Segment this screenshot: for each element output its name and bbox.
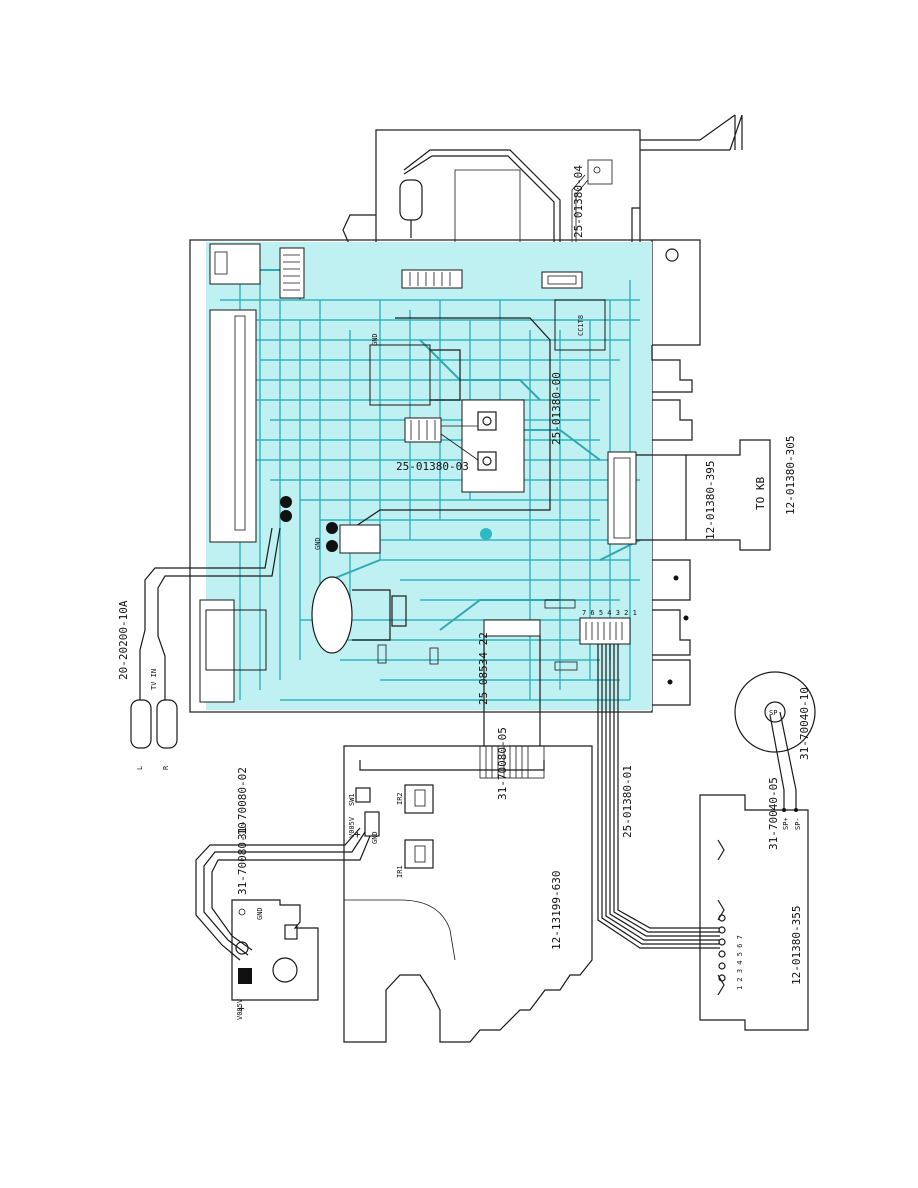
label-ir-board: 12-13199-630 bbox=[550, 871, 563, 950]
label-gnd-c: GND bbox=[371, 333, 379, 346]
label-plug-l: L bbox=[136, 766, 144, 770]
label-tv-cable: 20-20200-10A bbox=[117, 600, 130, 680]
label-v005v-a: V005V bbox=[348, 816, 356, 838]
label-plus-a: + bbox=[354, 828, 361, 841]
label-gnd-main: GND bbox=[314, 537, 322, 550]
label-cable-10: 31-70080-10 bbox=[236, 822, 249, 895]
speaker: SP 31-70040-05 31-70040-10 SP+ SP- bbox=[734, 671, 816, 850]
label-cable-05: 31-70080-05 bbox=[496, 727, 509, 800]
label-board-cable-00: 25-01380-00 bbox=[550, 372, 563, 445]
label-spk-05: 31-70040-05 bbox=[767, 777, 780, 850]
label-ir1: IR1 bbox=[396, 865, 404, 878]
label-spk-10: 31-70040-10 bbox=[798, 687, 811, 760]
label-pins-lower: 1 2 3 4 5 6 7 bbox=[736, 935, 744, 990]
chassis-right bbox=[651, 239, 701, 706]
power-subboard: GND V005V + 31-70080-02 31-70080-10 bbox=[195, 767, 371, 1020]
label-gnd-b: GND bbox=[256, 907, 264, 920]
label-plug-r: R bbox=[162, 765, 170, 770]
label-board-cable-03: 25-01380-03 bbox=[396, 460, 469, 473]
label-tv-in: TV IN bbox=[150, 669, 158, 690]
label-ir2: IR2 bbox=[396, 792, 404, 805]
ribbon-cable-01: 25-01380-01 bbox=[597, 644, 720, 949]
label-cable-01: 25-01380-01 bbox=[621, 765, 634, 838]
label-kb-outer: 12-01380-305 bbox=[784, 436, 797, 515]
label-sp-plus: SP+ bbox=[782, 817, 790, 830]
tv-in-cable: 20-20200-10A TV IN L R bbox=[117, 527, 281, 770]
label-lower-board: 12-01380-355 bbox=[790, 906, 803, 985]
label-to-kb: TO KB bbox=[754, 477, 767, 510]
lower-board: 1 2 3 4 5 6 7 12-01380-355 bbox=[699, 794, 809, 1031]
label-plus-b: + bbox=[238, 1002, 245, 1015]
main-pcb: CC1T8 GND GND 7 6 5 4 3 2 1 bbox=[189, 239, 653, 713]
label-cable-02: 31-70080-02 bbox=[236, 767, 249, 840]
label-sp: SP bbox=[769, 709, 777, 717]
keyboard-cable: 12-01380-395 TO KB 12-01380-305 bbox=[636, 436, 797, 551]
label-sw1: SW1 bbox=[348, 793, 356, 806]
label-kb-inner: 12-01380-395 bbox=[704, 461, 717, 540]
label-pins-upper: 7 6 5 4 3 2 1 bbox=[582, 609, 637, 617]
label-ccta: CC1T8 bbox=[577, 315, 585, 336]
label-v005v-b: V005V bbox=[236, 998, 244, 1020]
ir-board: SW1 IR2 IR1 V005V GND + 31-70080-05 12-1… bbox=[343, 636, 593, 1043]
label-gnd-a: GND bbox=[371, 831, 379, 844]
label-sp-minus: SP- bbox=[794, 817, 802, 830]
label-top-cable: 25-01380-04 bbox=[572, 165, 585, 238]
